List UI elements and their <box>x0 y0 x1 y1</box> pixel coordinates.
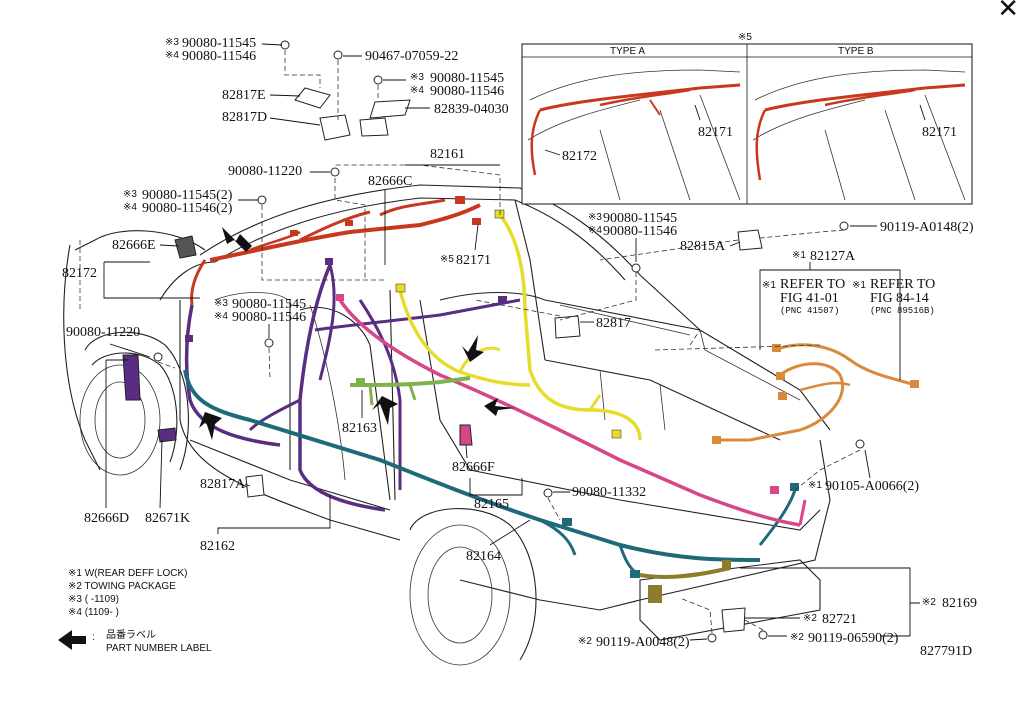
part-number: 82162 <box>200 539 235 554</box>
inset-type-b-title: TYPE B <box>838 46 874 57</box>
part-number: 82164 <box>466 549 501 564</box>
part-number: 82127A <box>810 249 856 264</box>
part-number: 90080-11220 <box>66 325 140 340</box>
part-number: 82666F <box>452 460 495 475</box>
part-number: 82171 <box>456 253 491 268</box>
legend-label-jp: 品番ラベル <box>106 629 156 641</box>
harness-olive-82169 <box>639 560 731 603</box>
part-number: 82666E <box>112 238 156 253</box>
part-mark: ※3 <box>410 72 424 83</box>
harness-orange-82127A <box>712 343 919 444</box>
legend-label-en: PART NUMBER LABEL <box>106 643 212 654</box>
inset-mark: ※5 <box>738 32 752 43</box>
part-number: 82161 <box>430 147 465 162</box>
part-number: 90080-11545 <box>182 36 256 51</box>
harness-roof-82161 <box>190 196 481 306</box>
part-number: 90080-11545 <box>430 71 504 86</box>
legend: ※1 W(REAR DEFF LOCK) ※2 TOWING PACKAGE ※… <box>58 568 212 654</box>
refer-mark: ※1 <box>762 280 776 291</box>
refer-mark: ※1 <box>852 280 866 291</box>
part-mark: ※2 <box>790 632 804 643</box>
part-mark: ※2 <box>578 636 592 647</box>
inset-type-a-title: TYPE A <box>610 46 645 57</box>
part-number: 90080-11220 <box>228 164 302 179</box>
part-number: 82671K <box>145 511 190 526</box>
callouts: ※3 90080-11545 ※4 90080-11546 90467-0705… <box>62 36 977 650</box>
harness-green-82163 <box>349 376 471 406</box>
part-number: 82817A <box>200 477 246 492</box>
inset-panel <box>521 43 973 205</box>
part-mark: ※1 <box>808 480 822 491</box>
part-number: 90080-11545 <box>603 211 677 226</box>
part-number: 82163 <box>342 421 377 436</box>
legend-note-2: ※2 TOWING PACKAGE <box>68 581 176 592</box>
part-mark: ※3 <box>214 298 228 309</box>
part-mark: ※4 <box>410 85 424 96</box>
part-number: 82172 <box>62 266 97 281</box>
part-number: 82721 <box>822 612 857 627</box>
part-mark: ※3 <box>165 37 179 48</box>
part-mark: ※4 <box>165 50 179 61</box>
brackets <box>122 40 865 643</box>
refer-line: REFER TO <box>870 277 935 292</box>
part-mark: ※2 <box>922 597 936 608</box>
figure-id: 827791D <box>920 644 972 659</box>
inset-b-part-82171: 82171 <box>922 125 957 140</box>
part-number: 90119-06590(2) <box>808 631 899 646</box>
part-mark: ※4 <box>588 225 602 236</box>
part-mark: ※2 <box>803 613 817 624</box>
legend-note-3: ※3 ( -1109) <box>68 594 119 605</box>
part-number: 82666D <box>84 511 129 526</box>
part-number: 90080-11332 <box>572 485 646 500</box>
legend-colon: : <box>92 632 95 643</box>
harness-pink <box>336 294 807 527</box>
refer-line: FIG 41-01 <box>780 291 839 306</box>
part-number: 82666C <box>368 174 412 189</box>
legend-note-1: ※1 W(REAR DEFF LOCK) <box>68 568 188 579</box>
part-number: 90080-11546(2) <box>142 201 233 216</box>
part-number: 90080-11545 <box>232 297 306 312</box>
legend-note-4: ※4 (1109- ) <box>68 607 119 618</box>
part-mark: ※4 <box>214 311 228 322</box>
part-label-arrows <box>199 227 515 440</box>
part-number: 82815A <box>680 239 726 254</box>
part-number: 82839-04030 <box>434 102 509 117</box>
part-number: 82817E <box>222 88 266 103</box>
refer-notes: ※1 REFER TO FIG 41-01 (PNC 41507) ※1 REF… <box>762 277 935 316</box>
part-label-arrow-icon <box>58 630 86 650</box>
part-number: 90080-11545(2) <box>142 188 233 203</box>
part-number: 82817D <box>222 110 267 125</box>
part-mark: ※5 <box>440 254 454 265</box>
refer-line: FIG 84-14 <box>870 291 929 306</box>
part-number: 90105-A0066(2) <box>825 479 919 494</box>
part-number: 90080-11546 <box>182 49 256 64</box>
harness-purple-82162 <box>184 258 521 512</box>
dashed-leaders <box>79 50 861 634</box>
harness-yellow <box>395 209 642 441</box>
part-number: 82169 <box>942 596 977 611</box>
harness-teal-82164 <box>183 369 799 578</box>
inset-a-part-82171: 82171 <box>698 125 733 140</box>
refer-pnc: (PNC 89516B) <box>870 306 935 316</box>
part-number: 90467-07059-22 <box>365 49 458 64</box>
part-mark: ※4 <box>123 202 137 213</box>
close-icon[interactable]: ✕ <box>997 0 1019 24</box>
part-mark: ※3 <box>123 189 137 200</box>
part-number: 82817 <box>596 316 631 331</box>
vehicle-body <box>63 184 831 666</box>
part-mark: ※3 <box>588 212 602 223</box>
part-number: 90080-11546 <box>430 84 504 99</box>
part-number: 90080-11546 <box>232 310 306 325</box>
part-number: 90119-A0048(2) <box>596 635 690 650</box>
part-number: 82165 <box>474 497 509 512</box>
part-mark: ※1 <box>792 250 806 261</box>
inset-a-part-82172: 82172 <box>562 149 597 164</box>
part-number: 90119-A0148(2) <box>880 220 974 235</box>
part-number: 90080-11546 <box>603 224 677 239</box>
refer-pnc: (PNC 41507) <box>780 306 839 316</box>
refer-line: REFER TO <box>780 277 845 292</box>
